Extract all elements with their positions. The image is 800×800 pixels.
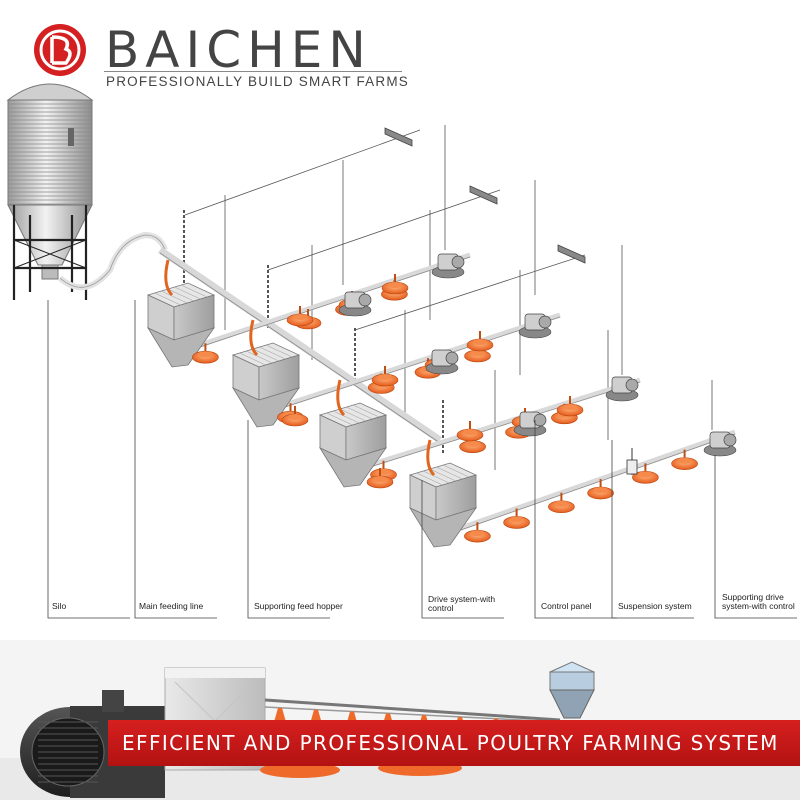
brand-divider [104,71,402,72]
control-panel-box [626,448,638,475]
feeder-pan-1 [192,343,219,364]
label-suspension-system: Suspension system [618,601,692,611]
drive-unit-1 [431,253,465,279]
drive-unit-5 [338,291,372,317]
feed-line-3 [369,377,641,468]
brand-tagline: PROFESSIONALLY BUILD SMART FARMS [106,74,409,89]
feed-hoppers [146,259,478,548]
brand-logo [34,24,86,76]
label-drive-system: Drive system-with control [428,594,496,613]
main-feeding-line [158,247,442,444]
feeder-pan-26 [456,421,484,442]
label-leader-lines [47,300,797,619]
feeder-pan-21 [381,274,409,295]
feeder-pan-15 [548,492,575,514]
feed-line-4 [454,429,736,533]
feeder-pan-19 [286,306,314,327]
suspension-system [183,125,713,470]
feed-line-2 [284,312,561,408]
brand-header: BAICHEN PROFESSIONALLY BUILD SMART FARMS [30,22,410,102]
label-main-feeding-line: Main feeding line [139,601,204,611]
label-supporting-feed-hopper: Supporting feed hopper [254,601,343,611]
feeder-pan-29 [366,468,394,489]
drive-unit-2 [518,313,552,339]
brand-name: BAICHEN [105,21,372,79]
hopper-2 [231,319,301,428]
feed-line-1 [199,252,471,348]
photo-pan-1 [274,708,286,722]
label-supporting-drive-system: Supporting drive system-with control [722,592,795,611]
drive-units [338,253,737,457]
feeder-pan-22 [371,366,399,387]
feeder-pan-14 [503,508,530,529]
label-control-panel: Control panel [541,601,592,611]
ceiling-beams [384,127,586,264]
hopper-3 [318,379,388,488]
feeder-pan-25 [281,406,309,427]
slogan-banner: EFFICIENT AND PROFESSIONAL POULTRY FARMI… [108,720,800,766]
banner-text: EFFICIENT AND PROFESSIONAL POULTRY FARMI… [122,731,779,755]
drive-unit-3 [605,376,639,402]
feeder-pan-13 [464,522,491,543]
drive-unit-4 [703,431,737,457]
drive-unit-6 [425,349,459,375]
silo-outlet-hose [58,231,168,291]
feeder-pan-17 [632,463,659,484]
feeder-pan-18 [671,449,698,470]
feeding-lines [199,252,736,533]
hopper-1 [146,259,216,368]
label-silo: Silo [52,601,67,611]
feeder-pan-28 [556,396,584,417]
silo [6,83,94,300]
hopper-image [548,661,596,719]
hopper-4 [408,439,478,548]
feeder-pan-24 [466,331,494,352]
feeder-pan-16 [587,479,614,500]
